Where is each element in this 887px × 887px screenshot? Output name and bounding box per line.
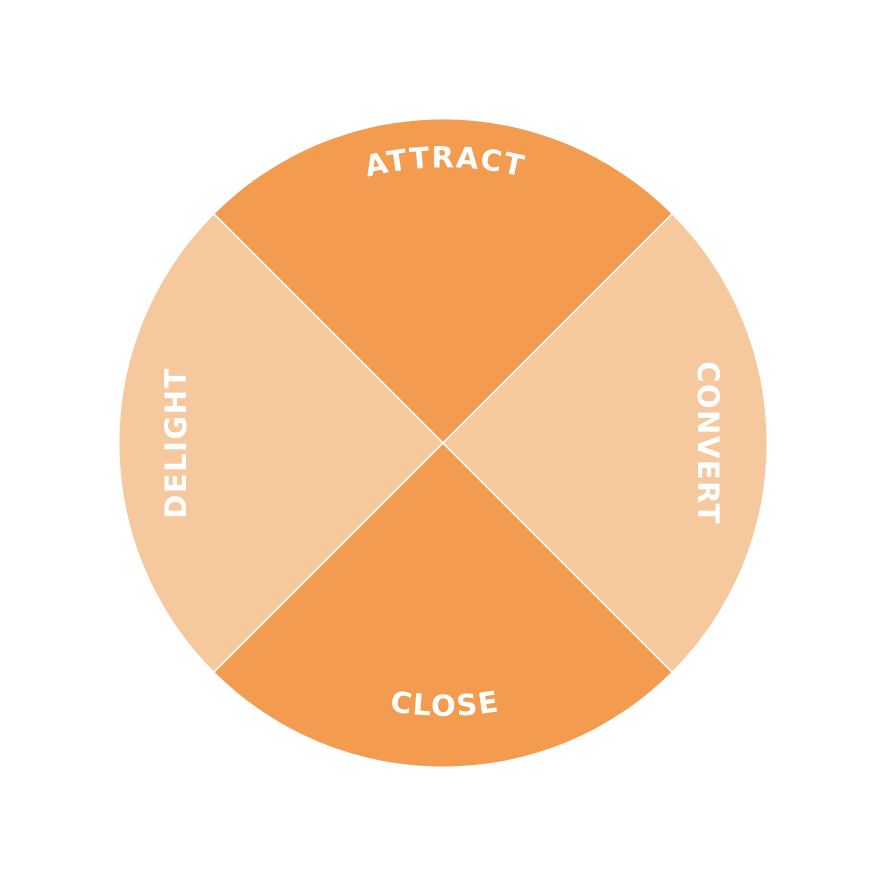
segment-close[interactable] xyxy=(214,443,672,767)
segment-dividers xyxy=(213,213,673,673)
segments xyxy=(119,119,767,767)
segment-delight[interactable] xyxy=(119,214,443,672)
label-convert: CONVERT xyxy=(691,361,725,525)
label-close: CLOSE xyxy=(388,684,501,722)
divider-diagonal-up xyxy=(213,213,673,673)
label-delight: DELIGHT xyxy=(159,367,193,519)
segment-labels: ATTRACT CONVERT CLOSE DELIGHT xyxy=(159,140,725,723)
segment-convert[interactable] xyxy=(443,214,767,672)
segment-attract[interactable] xyxy=(214,119,672,443)
